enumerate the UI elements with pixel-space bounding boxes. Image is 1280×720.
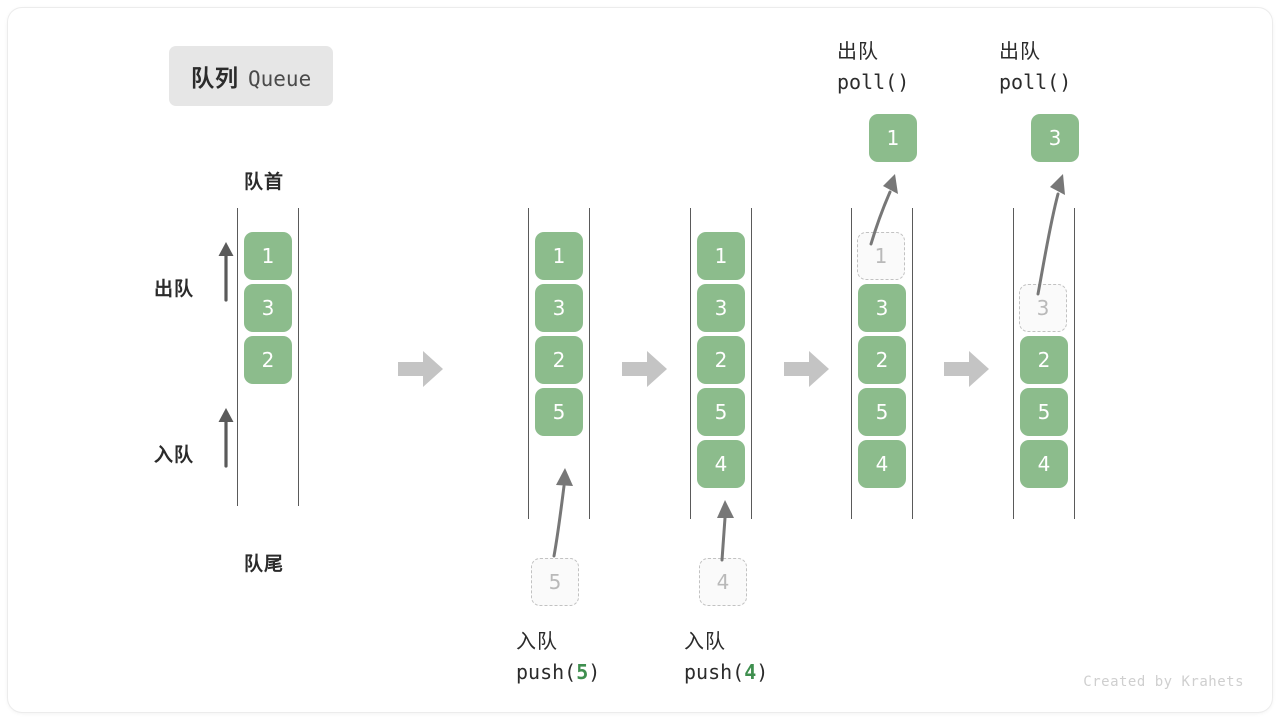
caption-push-5-cn: 入队 (516, 629, 558, 653)
caption-poll-1-code: poll() (837, 70, 910, 94)
queue-cell-ghost: 3 (1019, 284, 1067, 332)
caption-push-4: 入队 push(4) (684, 626, 768, 688)
caption-poll-1: 出队 poll() (837, 36, 909, 98)
dequeue-arrow-1-icon (869, 174, 898, 246)
enqueue-arrow-5-icon (552, 468, 573, 558)
queue-rail-state-after-push-4 (690, 208, 752, 519)
caption-push-5: 入队 push(5) (516, 626, 600, 688)
diagram-title-badge: 队列 Queue (169, 46, 334, 106)
enqueue-direction-arrow-icon (218, 408, 234, 468)
queue-cell: 5 (858, 388, 906, 436)
queue-cell: 1 (244, 232, 292, 280)
caption-push-5-code: push(5) (516, 660, 601, 684)
queue-rail-state-initial (237, 208, 299, 506)
label-queue-front: 队首 (244, 171, 285, 193)
dequeue-arrow-3-icon (1036, 174, 1065, 296)
queue-column-state-after-push-4: 1 3 2 5 4 (697, 232, 745, 488)
diagram-title-en: Queue (248, 67, 312, 91)
caption-push-4-code: push(4) (684, 660, 769, 684)
queue-cell: 3 (535, 284, 583, 332)
queue-cell: 3 (244, 284, 292, 332)
popped-element: 3 (1031, 114, 1079, 162)
queue-cell: 5 (1020, 388, 1068, 436)
queue-column-state-after-poll-1: 1 3 2 5 4 (857, 232, 906, 488)
queue-cell: 1 (697, 232, 745, 280)
enqueue-arrow-4-icon (717, 500, 734, 562)
caption-poll-3-code: poll() (999, 70, 1072, 94)
label-dequeue: 出队 (154, 278, 195, 300)
queue-cell: 4 (858, 440, 906, 488)
step-arrow-4-icon (944, 351, 989, 387)
queue-rail-state-after-poll-1 (851, 208, 913, 519)
credit-text: Created by Krahets (1083, 674, 1244, 690)
queue-column-state-after-poll-3: 3 2 5 4 (1019, 232, 1068, 488)
caption-poll-3-cn: 出队 (999, 39, 1041, 63)
queue-cell: 2 (1020, 336, 1068, 384)
incoming-element-ghost: 5 (531, 558, 579, 606)
queue-cell: 2 (244, 336, 292, 384)
queue-rail-state-after-push-5 (528, 208, 590, 519)
label-enqueue: 入队 (154, 444, 195, 466)
queue-cell-ghost: 1 (857, 232, 905, 280)
queue-cell: 2 (535, 336, 583, 384)
queue-cell: 4 (697, 440, 745, 488)
step-arrow-1-icon (398, 351, 443, 387)
label-queue-rear: 队尾 (244, 553, 285, 575)
queue-cell: 2 (858, 336, 906, 384)
caption-poll-1-cn: 出队 (837, 39, 879, 63)
queue-cell: 5 (697, 388, 745, 436)
popped-element: 1 (869, 114, 917, 162)
caption-poll-3: 出队 poll() (999, 36, 1071, 98)
queue-cell: 3 (697, 284, 745, 332)
queue-column-state-initial: 1 3 2 (244, 232, 292, 384)
incoming-element-ghost: 4 (699, 558, 747, 606)
caption-push-4-cn: 入队 (684, 629, 726, 653)
queue-cell: 3 (858, 284, 906, 332)
queue-column-state-after-push-5: 1 3 2 5 (535, 232, 583, 436)
step-arrow-2-icon (622, 351, 667, 387)
queue-cell: 4 (1020, 440, 1068, 488)
diagram-title-cn: 队列 (191, 66, 239, 92)
queue-rail-state-after-poll-3 (1013, 208, 1075, 519)
step-arrow-3-icon (784, 351, 829, 387)
diagram-canvas: 队列 Queue 队首 队尾 出队 入队 1 3 2 1 3 2 5 5 入队 (8, 8, 1272, 712)
queue-cell: 2 (697, 336, 745, 384)
queue-cell: 1 (535, 232, 583, 280)
queue-cell: 5 (535, 388, 583, 436)
dequeue-direction-arrow-icon (218, 242, 234, 302)
